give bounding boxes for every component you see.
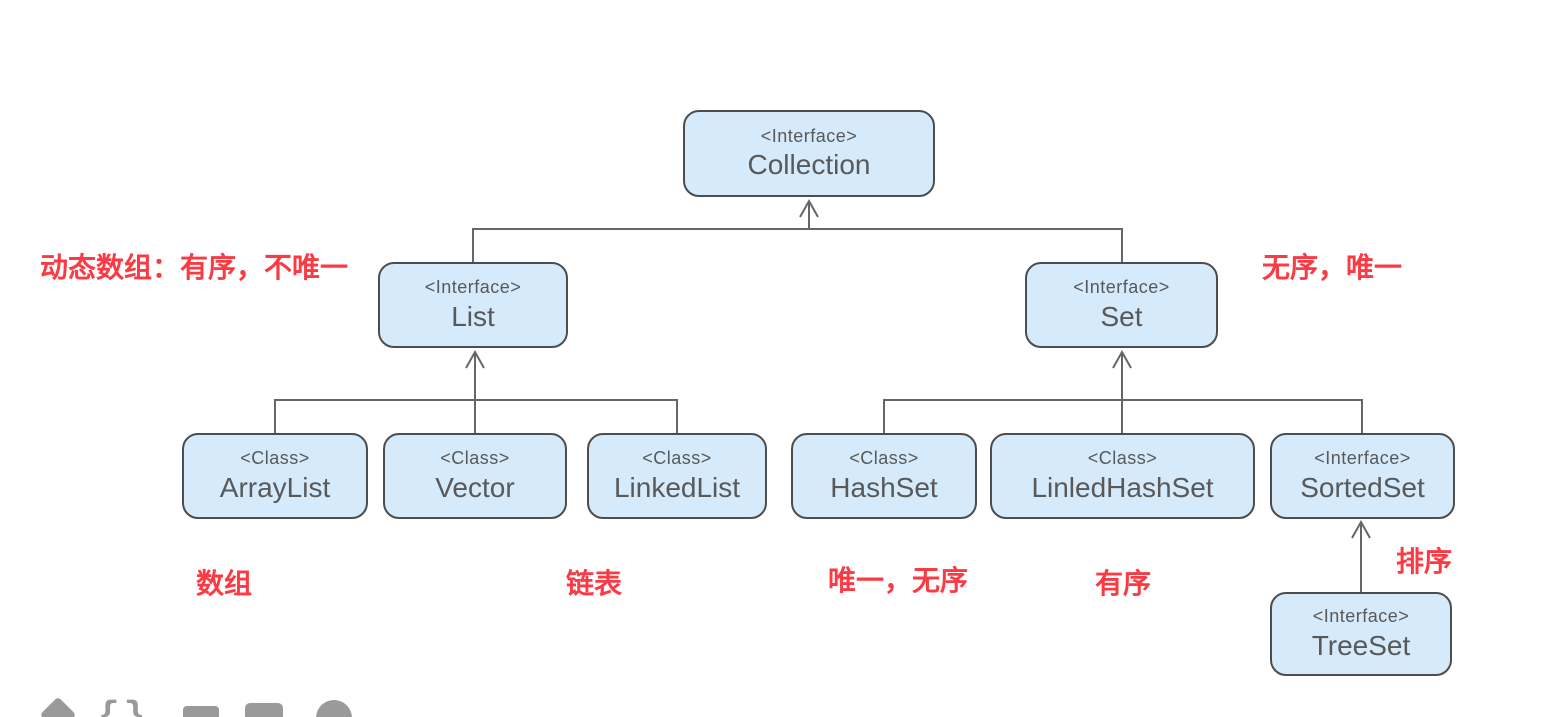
node-linkedlist-stereotype: <Class> (642, 448, 712, 469)
node-treeset-name: TreeSet (1311, 629, 1411, 661)
node-list-stereotype: <Interface> (424, 277, 522, 298)
node-set-stereotype: <Interface> (1073, 277, 1170, 298)
connector-list-children (274, 399, 678, 433)
node-vector[interactable]: <Class> Vector (383, 433, 567, 519)
node-hashset-stereotype: <Class> (849, 448, 919, 469)
node-hashset[interactable]: <Class> HashSet (791, 433, 977, 519)
arrowhead-set (1112, 349, 1132, 369)
annotation-list-note[interactable]: 动态数组：有序，不唯一 (40, 252, 349, 283)
node-linledhashset[interactable]: <Class> LinledHashSet (990, 433, 1255, 519)
node-set[interactable]: <Interface> Set (1025, 262, 1218, 348)
node-sortedset-name: SortedSet (1300, 471, 1425, 503)
node-list[interactable]: <Interface> List (378, 262, 568, 348)
node-sortedset[interactable]: <Interface> SortedSet (1270, 433, 1455, 519)
node-linledhashset-name: LinledHashSet (1031, 471, 1214, 503)
node-linkedlist-name: LinkedList (613, 471, 741, 503)
node-linkedlist[interactable]: <Class> LinkedList (587, 433, 767, 519)
node-treeset-stereotype: <Interface> (1312, 606, 1410, 627)
annotation-treeset-note[interactable]: 排序 (1396, 546, 1453, 577)
node-collection-stereotype: <Interface> (760, 125, 858, 146)
code-braces-icon[interactable]: {} (98, 696, 150, 717)
node-linledhashset-stereotype: <Class> (1087, 448, 1158, 469)
connector-set-children (883, 399, 1363, 433)
annotation-hashset-note[interactable]: 唯一，无序 (828, 565, 969, 596)
bar-shape-icon[interactable] (183, 706, 219, 717)
rectangle-shape-icon[interactable] (245, 703, 283, 717)
arrowhead-list (465, 349, 485, 369)
annotation-linkedlist-note[interactable]: 链表 (566, 568, 623, 599)
arrowhead-collection (799, 198, 819, 218)
node-arraylist-stereotype: <Class> (240, 448, 310, 469)
node-vector-name: Vector (435, 471, 515, 503)
circle-shape-icon[interactable] (316, 700, 352, 717)
pen-nib-icon[interactable] (39, 696, 77, 717)
node-collection[interactable]: <Interface> Collection (683, 110, 935, 197)
node-collection-name: Collection (747, 149, 871, 181)
node-arraylist[interactable]: <Class> ArrayList (182, 433, 368, 519)
node-treeset[interactable]: <Interface> TreeSet (1270, 592, 1452, 676)
bottom-toolbar: {} (0, 696, 500, 717)
node-arraylist-name: ArrayList (219, 471, 331, 503)
arrowhead-sortedset (1351, 519, 1371, 539)
node-hashset-name: HashSet (830, 471, 938, 503)
annotation-set-note[interactable]: 无序，唯一 (1262, 252, 1403, 283)
annotation-arraylist-note[interactable]: 数组 (196, 568, 253, 599)
node-vector-stereotype: <Class> (440, 448, 510, 469)
node-list-name: List (451, 300, 495, 332)
node-set-name: Set (1100, 300, 1143, 332)
node-sortedset-stereotype: <Interface> (1314, 448, 1411, 469)
annotation-linledhashset-note[interactable]: 有序 (1095, 568, 1152, 599)
connector-collection-children (472, 228, 1123, 262)
